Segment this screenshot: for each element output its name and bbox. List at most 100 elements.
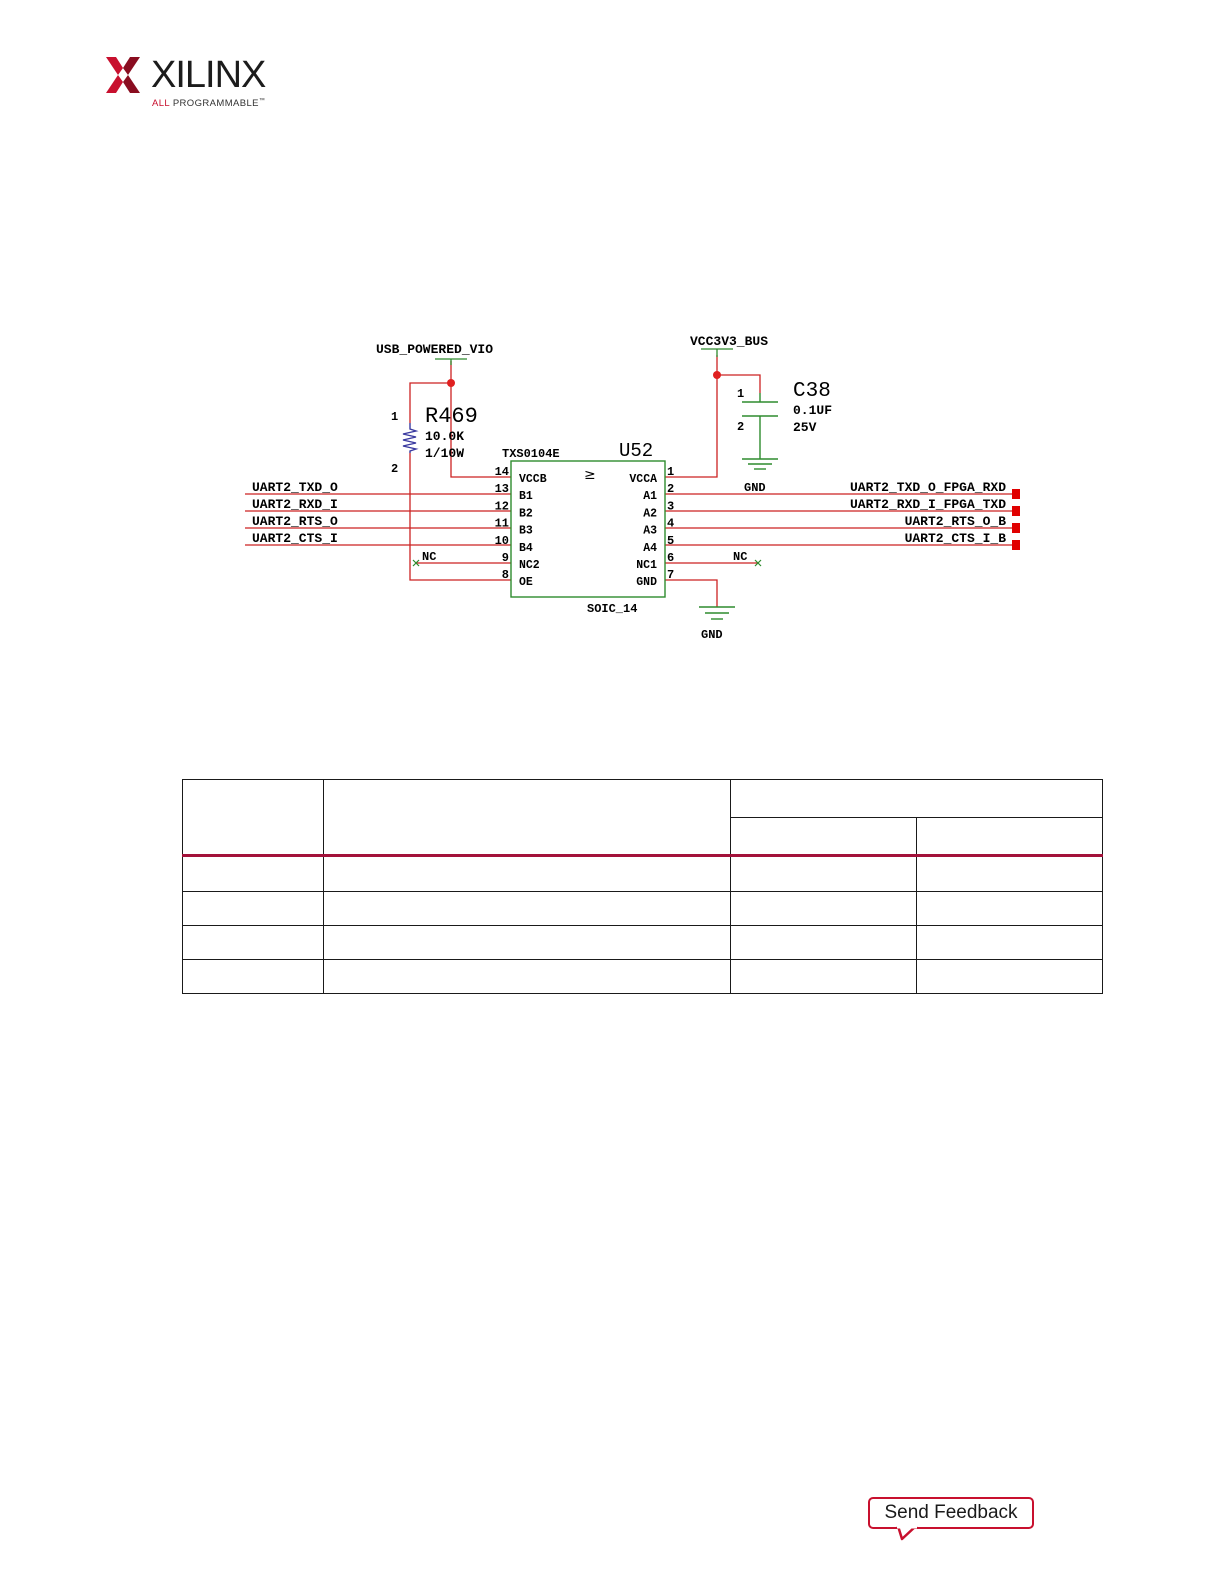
table-header-cell bbox=[916, 817, 1103, 857]
power-symbols bbox=[435, 348, 733, 365]
left-net-label: UART2_RXD_I bbox=[252, 497, 338, 512]
table-cell bbox=[730, 890, 917, 926]
right-net-label: UART2_CTS_I_B bbox=[905, 531, 1007, 546]
logo-tagline-rest: PROGRAMMABLE bbox=[172, 98, 259, 110]
schematic-diagram: USB_POWERED_VIO VCC3V3_BUS 1 2 R469 10.0… bbox=[245, 334, 1020, 642]
resistor-pin2: 2 bbox=[391, 462, 398, 476]
ic-pin-name: B3 bbox=[519, 525, 533, 538]
ground-symbol-icon bbox=[699, 606, 735, 620]
table-cell bbox=[182, 958, 324, 995]
right-net-label: UART2_RTS_O_B bbox=[905, 514, 1007, 529]
ground-label: GND bbox=[701, 628, 723, 642]
net-port-marker-icon bbox=[1012, 540, 1020, 550]
ic-pin-number: 4 bbox=[667, 517, 674, 531]
table-row bbox=[182, 890, 1103, 926]
ic-body bbox=[510, 460, 666, 598]
logo-tagline: ALL PROGRAMMABLE™ bbox=[152, 98, 265, 109]
table-header-cell bbox=[730, 778, 1103, 819]
capacitor-pin2: 2 bbox=[737, 420, 744, 434]
table-header-cell bbox=[182, 778, 324, 857]
table-row bbox=[182, 854, 1103, 892]
table-cell bbox=[916, 958, 1103, 995]
ic-pin-number: 2 bbox=[667, 482, 674, 496]
feedback-speech-tail-icon bbox=[896, 1526, 918, 1541]
table-row bbox=[182, 924, 1103, 960]
net-vcc3v3-bus: VCC3V3_BUS bbox=[690, 334, 768, 349]
table-cell bbox=[730, 854, 917, 892]
capacitor-ref: C38 bbox=[793, 380, 831, 403]
table-header-cell bbox=[730, 817, 917, 857]
ic-pin-number: 13 bbox=[495, 482, 509, 496]
net-port-marker-icon bbox=[1012, 489, 1020, 499]
logo-tagline-all: ALL bbox=[152, 98, 170, 110]
table-cell bbox=[916, 890, 1103, 926]
net-usb-powered-vio: USB_POWERED_VIO bbox=[376, 342, 493, 357]
ic-pin-name: NC1 bbox=[636, 559, 657, 572]
ic-pin-name: A4 bbox=[643, 542, 657, 555]
ic-pin-number: 7 bbox=[667, 568, 674, 582]
table-cell bbox=[323, 924, 731, 960]
table-cell bbox=[182, 854, 324, 892]
nc-marker-icon bbox=[412, 559, 762, 567]
ic-part: TXS0104E bbox=[502, 447, 560, 461]
ic-pin-name: A3 bbox=[643, 525, 657, 538]
nc-label-left: NC bbox=[422, 550, 436, 564]
junction-dot bbox=[447, 379, 455, 387]
table-row bbox=[182, 958, 1103, 995]
ic-pin-name: A2 bbox=[643, 507, 657, 520]
table-cell bbox=[730, 924, 917, 960]
right-net-label: UART2_RXD_I_FPGA_TXD bbox=[850, 497, 1006, 512]
right-net-label: UART2_TXD_O_FPGA_RXD bbox=[850, 480, 1006, 495]
xilinx-logo: XILINX ALL PROGRAMMABLE™ bbox=[106, 55, 281, 113]
table-cell bbox=[916, 854, 1103, 892]
ic-pin-number: 10 bbox=[495, 534, 509, 548]
capacitor-symbol bbox=[742, 393, 778, 470]
ic-pin-number: 5 bbox=[667, 534, 674, 548]
junction-dot bbox=[713, 371, 721, 379]
resistor-ref: R469 bbox=[425, 404, 478, 429]
ic-pin-name: GND bbox=[636, 576, 657, 589]
ic-mark: ≥ bbox=[584, 467, 596, 483]
table-cell bbox=[182, 890, 324, 926]
ic-pin-number: 1 bbox=[667, 465, 674, 479]
ic-pin-number: 12 bbox=[495, 499, 509, 513]
ic-pin-name: NC2 bbox=[519, 559, 540, 572]
xilinx-x-mark-icon bbox=[106, 57, 140, 93]
table-cell bbox=[916, 924, 1103, 960]
ic-package: SOIC_14 bbox=[587, 602, 637, 616]
logo-wordmark: XILINX bbox=[151, 54, 266, 96]
table-cell bbox=[323, 854, 731, 892]
table-header-cell bbox=[323, 778, 731, 857]
ic-pin-name: A1 bbox=[643, 490, 657, 503]
send-feedback-button[interactable]: Send Feedback bbox=[868, 1497, 1034, 1529]
net-port-marker-icon bbox=[1012, 506, 1020, 516]
ic-pin-name: OE bbox=[519, 576, 533, 589]
capacitor-pin1: 1 bbox=[737, 387, 744, 401]
ic-pin-number: 6 bbox=[667, 551, 674, 565]
resistor-power: 1/10W bbox=[425, 446, 464, 461]
left-net-label: UART2_RTS_O bbox=[252, 514, 338, 529]
left-nets: UART2_TXD_O UART2_RXD_I UART2_RTS_O UART2_C… bbox=[252, 480, 338, 546]
nc-label-right: NC bbox=[733, 550, 747, 564]
ic-pin-name: B2 bbox=[519, 507, 533, 520]
ic-pin-number: 9 bbox=[502, 551, 509, 565]
ic-pin-number: 11 bbox=[495, 517, 509, 531]
capacitor-gnd-label: GND bbox=[744, 481, 766, 495]
left-net-label: UART2_TXD_O bbox=[252, 480, 338, 495]
table-header-row bbox=[183, 817, 1103, 857]
capacitor-voltage: 25V bbox=[793, 420, 817, 435]
ic-ref: U52 bbox=[619, 440, 653, 462]
resistor-pin1: 1 bbox=[391, 410, 398, 424]
ic-pin-number: 14 bbox=[495, 465, 509, 479]
right-nets: UART2_TXD_O_FPGA_RXD UART2_RXD_I_FPGA_TXD… bbox=[850, 480, 1020, 550]
ic-pin-name: B4 bbox=[519, 542, 533, 555]
ic-pin-number: 8 bbox=[502, 568, 509, 582]
capacitor-value: 0.1UF bbox=[793, 403, 832, 418]
table-cell bbox=[323, 958, 731, 995]
table-header-row bbox=[182, 778, 1103, 857]
left-net-label: UART2_CTS_I bbox=[252, 531, 338, 546]
signal-table bbox=[182, 778, 1103, 995]
resistor-value: 10.0K bbox=[425, 429, 464, 444]
